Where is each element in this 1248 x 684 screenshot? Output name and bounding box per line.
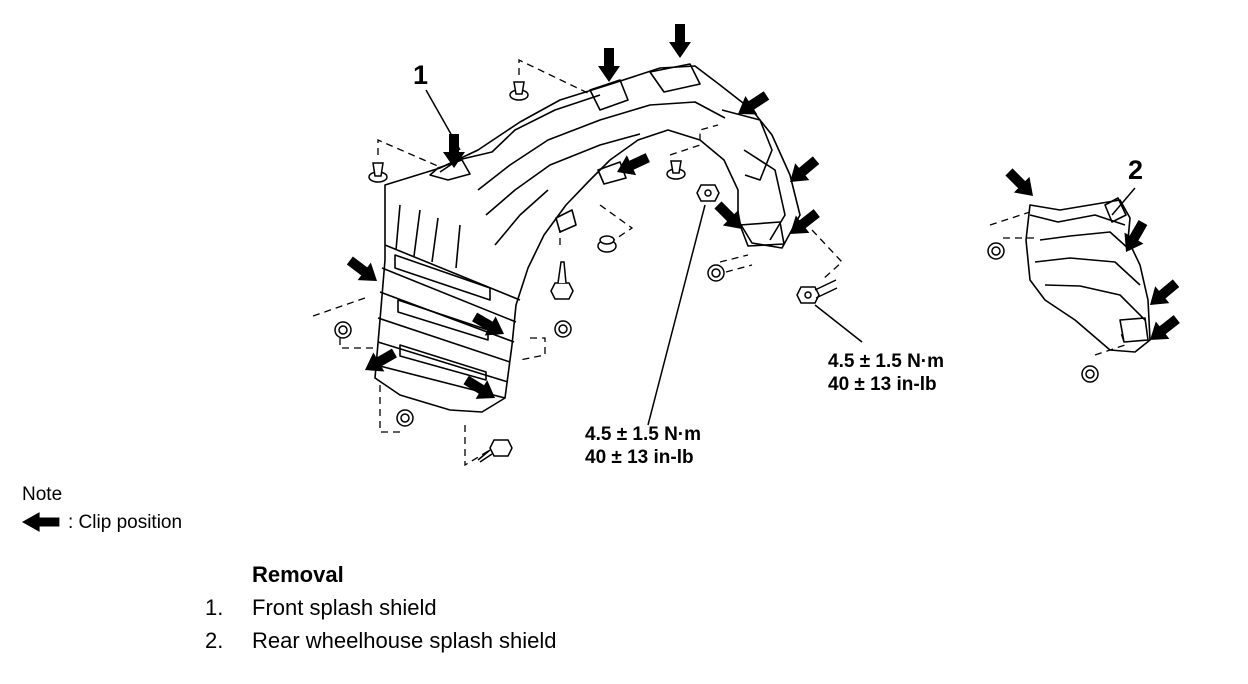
torque-metric: 4.5 ± 1.5 N·m xyxy=(585,424,702,445)
clip-icon xyxy=(597,235,617,253)
bolt-icon xyxy=(796,279,838,304)
clip-icon xyxy=(987,242,1005,260)
torque-metric: 4.5 ± 1.5 N·m xyxy=(828,351,945,372)
list-item: 1. Front splash shield xyxy=(205,591,557,624)
list-item-label: Front splash shield xyxy=(252,595,437,620)
list-item-number: 1. xyxy=(205,595,224,620)
clip-arrow-icon xyxy=(1001,164,1041,204)
removal-title: Removal xyxy=(252,562,344,587)
torque-spec-rear: 4.5 ± 1.5 N·m 40 ± 13 in-lb xyxy=(828,350,944,396)
leader-lines xyxy=(425,89,1136,426)
clip-arrow-icon xyxy=(598,48,620,82)
list-item: 2. Rear wheelhouse splash shield xyxy=(205,624,557,657)
clip-icon xyxy=(1081,365,1099,383)
clip-icon xyxy=(509,81,529,101)
left-arrow-icon xyxy=(22,512,60,532)
clip-icon xyxy=(666,160,686,180)
bolt-icon xyxy=(696,184,720,202)
note-heading: Note xyxy=(22,484,63,505)
torque-imperial: 40 ± 13 in-lb xyxy=(828,374,937,395)
bolt-icon xyxy=(477,439,513,463)
clip-icon xyxy=(334,321,352,339)
torque-leader-front xyxy=(647,204,706,426)
callout-2: 2 xyxy=(1128,155,1144,185)
torque-leader-rear xyxy=(814,304,863,343)
clip-arrow-icon xyxy=(343,251,384,290)
callout-leader-2 xyxy=(1111,187,1136,216)
clip-arrow-icon xyxy=(669,24,691,58)
fasteners xyxy=(334,81,1099,463)
clip-icon xyxy=(396,409,414,427)
front-splash-shield xyxy=(374,63,801,413)
clip-icon xyxy=(707,264,725,282)
clip-icon xyxy=(554,320,572,338)
torque-imperial: 40 ± 13 in-lb xyxy=(585,447,694,468)
removal-list: Removal 1. Front splash shield 2. Rear w… xyxy=(205,558,557,657)
clip-icon xyxy=(368,162,388,183)
torque-spec-front: 4.5 ± 1.5 N·m 40 ± 13 in-lb xyxy=(585,423,701,469)
list-item-label: Rear wheelhouse splash shield xyxy=(252,628,557,653)
callout-1: 1 xyxy=(413,60,429,90)
alignment-lines xyxy=(312,58,1126,467)
list-item-number: 2. xyxy=(205,628,224,653)
legend-clip-position: : Clip position xyxy=(68,512,183,533)
bolt-icon xyxy=(550,261,574,300)
rear-wheelhouse-splash-shield xyxy=(1025,197,1151,353)
